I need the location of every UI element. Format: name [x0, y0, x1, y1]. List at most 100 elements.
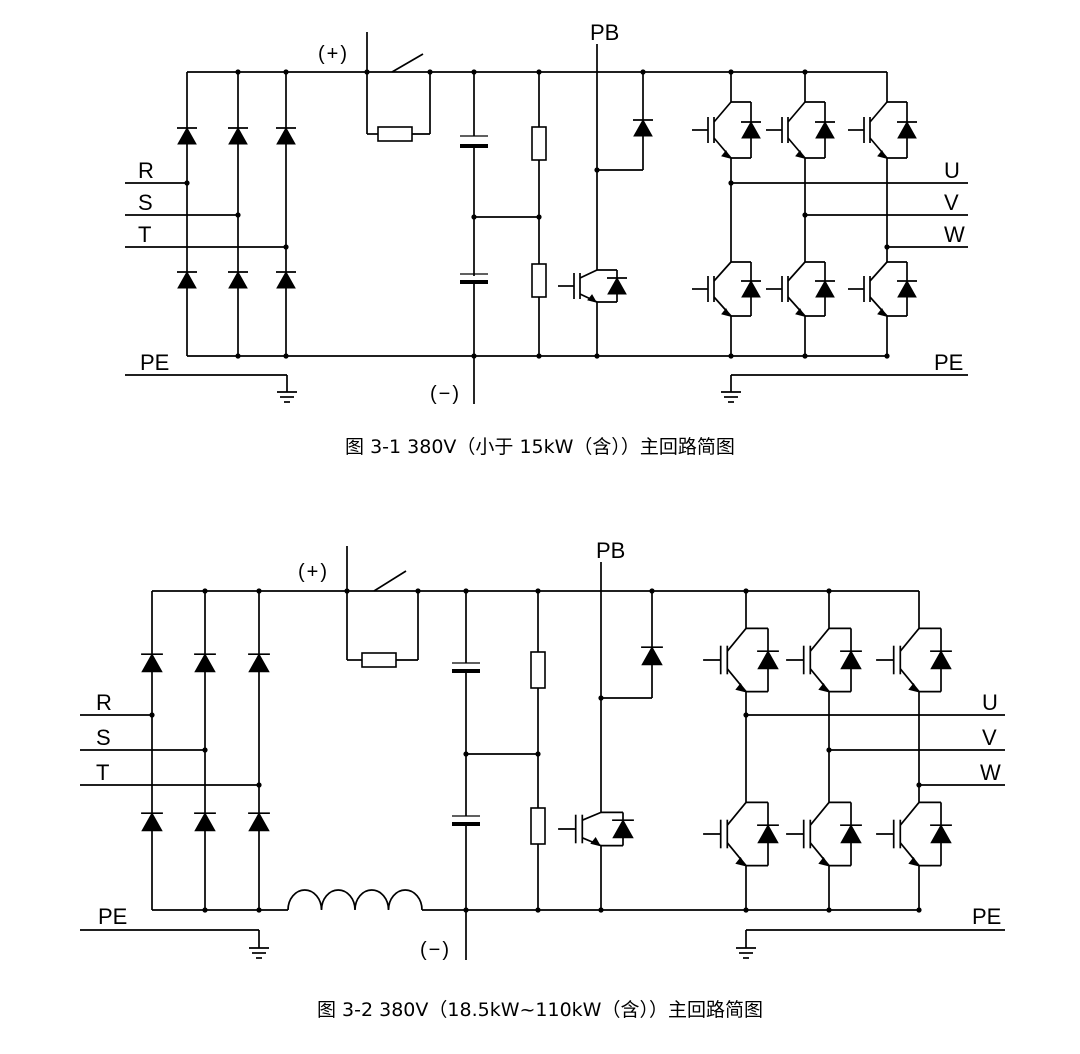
pe-right-label: PE	[934, 350, 963, 375]
junction-dot	[202, 907, 208, 913]
junction-dot	[471, 69, 477, 75]
diode	[641, 646, 663, 666]
minus-terminal-label: (−)	[430, 383, 461, 405]
plus-terminal-label: (+)	[318, 43, 349, 65]
igbt	[786, 624, 862, 696]
igbt	[692, 98, 761, 162]
junction-dot	[594, 167, 600, 173]
diode	[741, 120, 761, 139]
igbt	[848, 258, 917, 320]
pe-right-label: PE	[972, 904, 1001, 929]
junction-dot	[283, 69, 289, 75]
junction-dot	[916, 782, 922, 788]
s-terminal-label: S	[96, 725, 111, 750]
diode	[757, 650, 779, 670]
igbt	[703, 624, 779, 696]
junction-dot	[536, 353, 542, 359]
junction-dot	[256, 907, 262, 913]
junctions	[184, 69, 890, 359]
junction-dot	[202, 588, 208, 594]
igbts	[558, 624, 952, 870]
diode	[930, 650, 952, 670]
junction-dot	[235, 353, 241, 359]
igbt	[766, 258, 835, 320]
pb-terminal-label: PB	[596, 538, 625, 563]
diode	[177, 270, 197, 289]
junction-dot	[802, 353, 808, 359]
w-terminal-label: W	[980, 760, 1001, 785]
junction-dot	[536, 69, 542, 75]
junction-dot	[463, 751, 469, 757]
igbts	[558, 98, 917, 320]
r-terminal-label: R	[138, 158, 154, 183]
diodes	[177, 118, 653, 289]
relay-resistor	[377, 126, 413, 142]
junction-dot	[471, 353, 477, 359]
junction-dot	[184, 180, 190, 186]
diode	[897, 279, 917, 298]
junction-dot	[364, 69, 370, 75]
junction-dot	[427, 69, 433, 75]
igbt	[703, 798, 779, 870]
u-terminal-label: U	[982, 690, 998, 715]
v-terminal-label: V	[944, 190, 959, 215]
diode	[930, 824, 952, 844]
junction-dot	[826, 907, 832, 913]
v-terminal-label: V	[982, 725, 997, 750]
diode	[897, 120, 917, 139]
igbt	[876, 624, 952, 696]
t-terminal-label: T	[138, 222, 151, 247]
junction-dot	[884, 353, 890, 359]
diode	[612, 819, 634, 839]
diode	[194, 653, 216, 673]
junction-dot	[536, 214, 542, 220]
diode	[141, 812, 163, 832]
igbt	[876, 798, 952, 870]
junction-dot	[884, 244, 890, 250]
igbt	[558, 266, 627, 306]
diode	[228, 126, 248, 145]
diode	[276, 126, 296, 145]
junction-dot	[916, 907, 922, 913]
junction-dot	[256, 588, 262, 594]
bleeder-resistors	[530, 651, 546, 845]
junction-dot	[728, 353, 734, 359]
junction-dot	[598, 695, 604, 701]
junction-dot	[463, 907, 469, 913]
junction-dot	[743, 588, 749, 594]
u-terminal-label: U	[944, 158, 960, 183]
junction-dot	[594, 353, 600, 359]
main-circuit-diagram-1: (+) (−) PB R S T PE U V W PE	[125, 20, 968, 405]
diode	[248, 653, 270, 673]
junction-dot	[149, 712, 155, 718]
diode	[228, 270, 248, 289]
junction-dot	[235, 69, 241, 75]
junction-dot	[649, 588, 655, 594]
igbt	[558, 808, 634, 850]
junction-dot	[283, 244, 289, 250]
wires	[80, 546, 1005, 960]
diode	[177, 126, 197, 145]
junction-dot	[728, 69, 734, 75]
figure-2-caption: 图 3-2 380V（18.5kW~110kW（含））主回路简图	[317, 999, 763, 1021]
igbt	[692, 258, 761, 320]
junction-dot	[471, 214, 477, 220]
wires	[125, 32, 968, 404]
plus-terminal-label: (+)	[298, 561, 329, 583]
igbt	[848, 98, 917, 162]
junction-dot	[802, 212, 808, 218]
junction-dot	[283, 353, 289, 359]
diode	[276, 270, 296, 289]
pe-left-label: PE	[98, 904, 127, 929]
junction-dot	[256, 782, 262, 788]
igbt	[786, 798, 862, 870]
junction-dot	[743, 907, 749, 913]
minus-terminal-label: (−)	[420, 939, 451, 961]
junction-dot	[344, 588, 350, 594]
junction-dot	[535, 588, 541, 594]
t-terminal-label: T	[96, 760, 109, 785]
junction-dot	[415, 588, 421, 594]
r-terminal-label: R	[96, 690, 112, 715]
junction-dot	[463, 588, 469, 594]
pb-terminal-label: PB	[590, 20, 619, 45]
